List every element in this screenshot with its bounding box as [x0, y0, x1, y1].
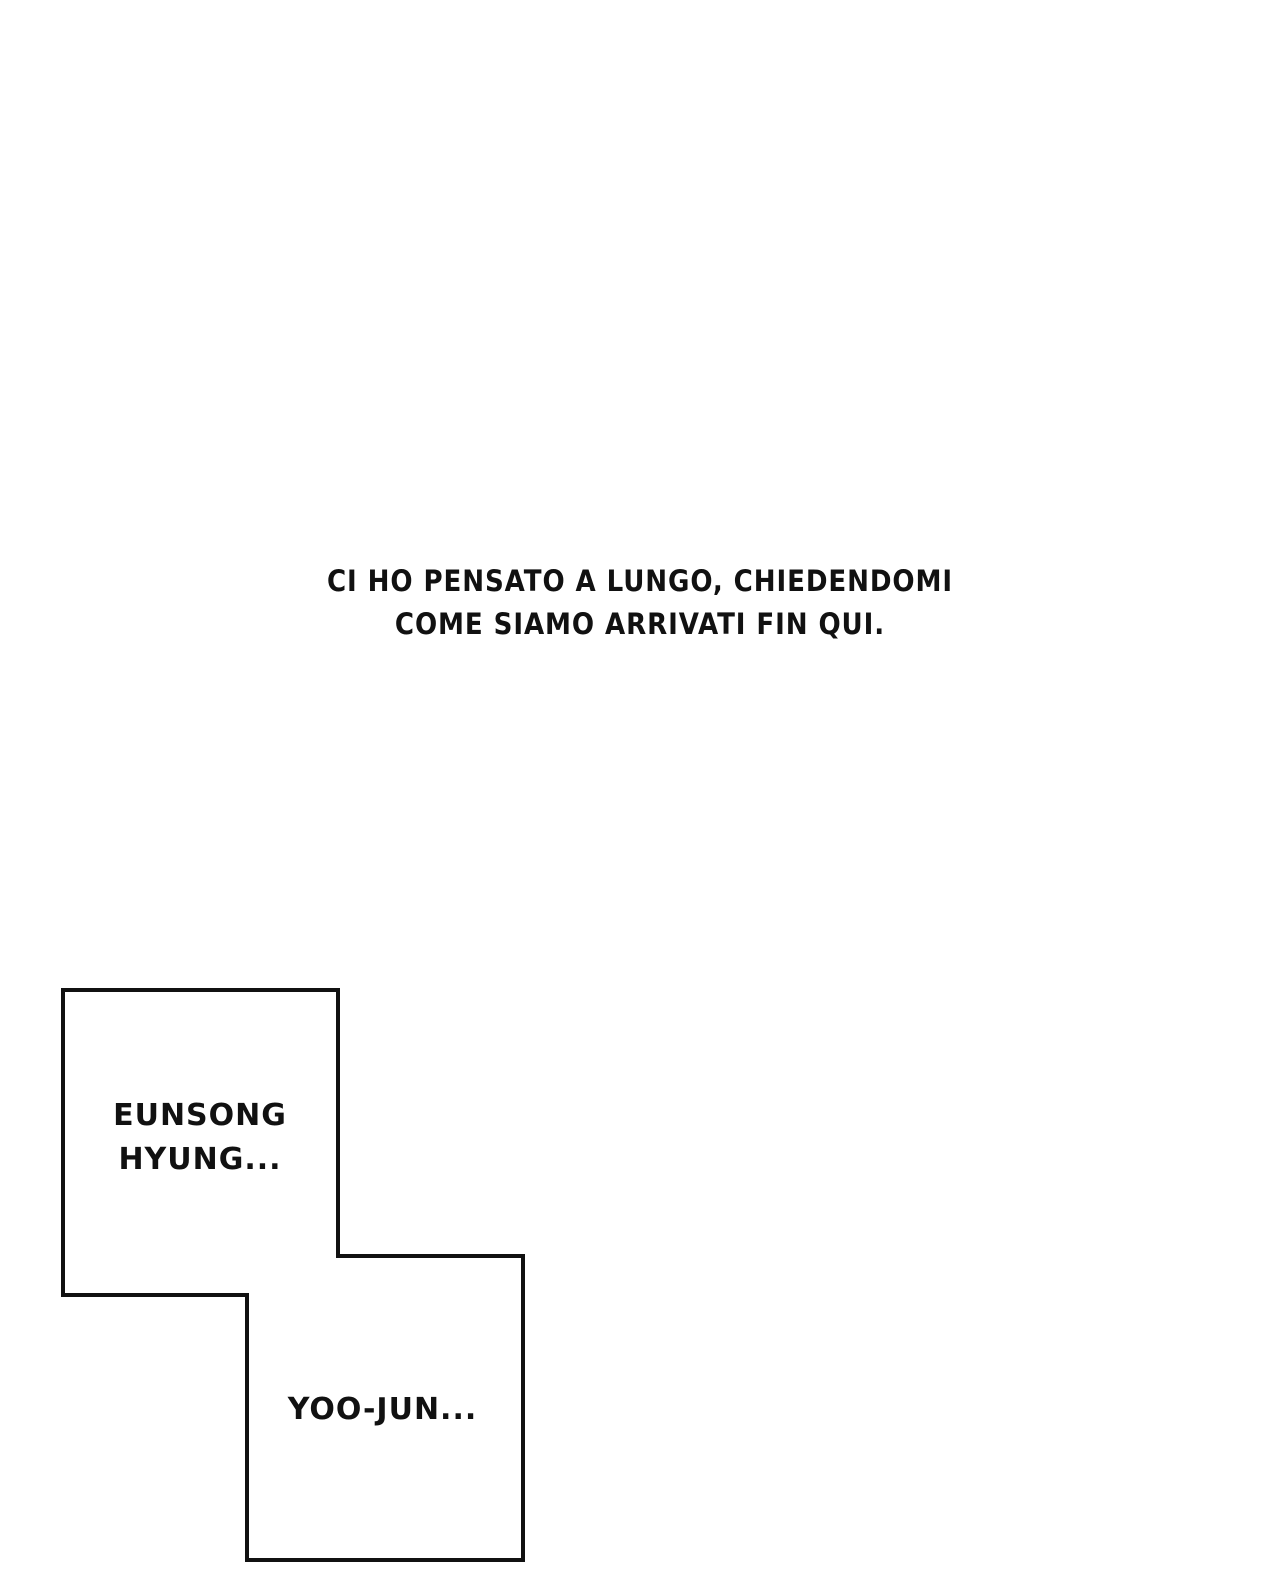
- narration-caption: CI HO PENSATO A LUNGO, CHIEDENDOMI COME …: [64, 560, 1216, 646]
- panel-text-eunsong: EUNSONG HYUNG...: [80, 1094, 320, 1182]
- panel-text-yoojun: YOO-JUN...: [255, 1388, 510, 1432]
- narration-line-1: CI HO PENSATO A LUNGO, CHIEDENDOMI: [326, 564, 954, 598]
- panel-text-line: YOO-JUN...: [287, 1392, 478, 1427]
- panel-text-line: EUNSONG: [113, 1098, 287, 1133]
- panel-text-line: HYUNG...: [118, 1142, 282, 1177]
- narration-line-2: COME SIAMO ARRIVATI FIN QUI.: [394, 607, 886, 641]
